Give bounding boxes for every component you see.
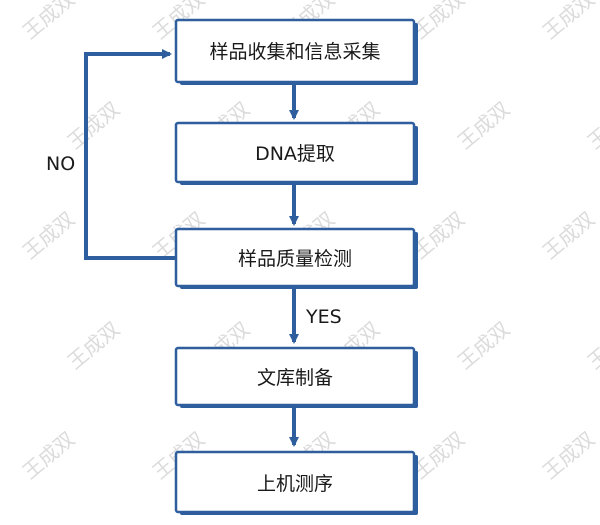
watermark-text: 王成双 bbox=[538, 427, 599, 484]
edges bbox=[84, 49, 299, 447]
watermark-text: 王成双 bbox=[538, 207, 599, 264]
node-quality-check: 样品质量检测 bbox=[174, 227, 418, 289]
watermark-text: 王成双 bbox=[453, 97, 514, 154]
watermark-text: 王成双 bbox=[63, 97, 124, 154]
watermark-text: 王成双 bbox=[583, 317, 600, 374]
node-library-prep: 文库制备 bbox=[174, 346, 418, 408]
node-dna-extraction: DNA提取 bbox=[174, 121, 418, 185]
watermark-text: 王成双 bbox=[18, 427, 79, 484]
node-sequencing: 上机测序 bbox=[174, 450, 418, 515]
node-label-quality-check: 样品质量检测 bbox=[238, 248, 352, 270]
watermark-text: 王成双 bbox=[18, 0, 79, 44]
edge-label-yes: YES bbox=[305, 306, 342, 328]
node-label-sample-collection: 样品收集和信息采集 bbox=[209, 41, 380, 63]
watermark-text: 王成双 bbox=[63, 317, 124, 374]
watermark-text: 王成双 bbox=[18, 207, 79, 264]
arrow-qc-back-to-collect bbox=[84, 49, 176, 260]
watermark-text: 王成双 bbox=[538, 0, 599, 44]
node-label-library-prep: 文库制备 bbox=[257, 367, 333, 389]
edge-label-no: NO bbox=[46, 153, 75, 175]
node-label-sequencing: 上机测序 bbox=[257, 473, 333, 495]
node-sample-collection: 样品收集和信息采集 bbox=[174, 18, 418, 85]
node-label-dna-extraction: DNA提取 bbox=[255, 143, 335, 165]
watermark-text: 王成双 bbox=[583, 97, 600, 154]
watermark-text: 王成双 bbox=[453, 317, 514, 374]
